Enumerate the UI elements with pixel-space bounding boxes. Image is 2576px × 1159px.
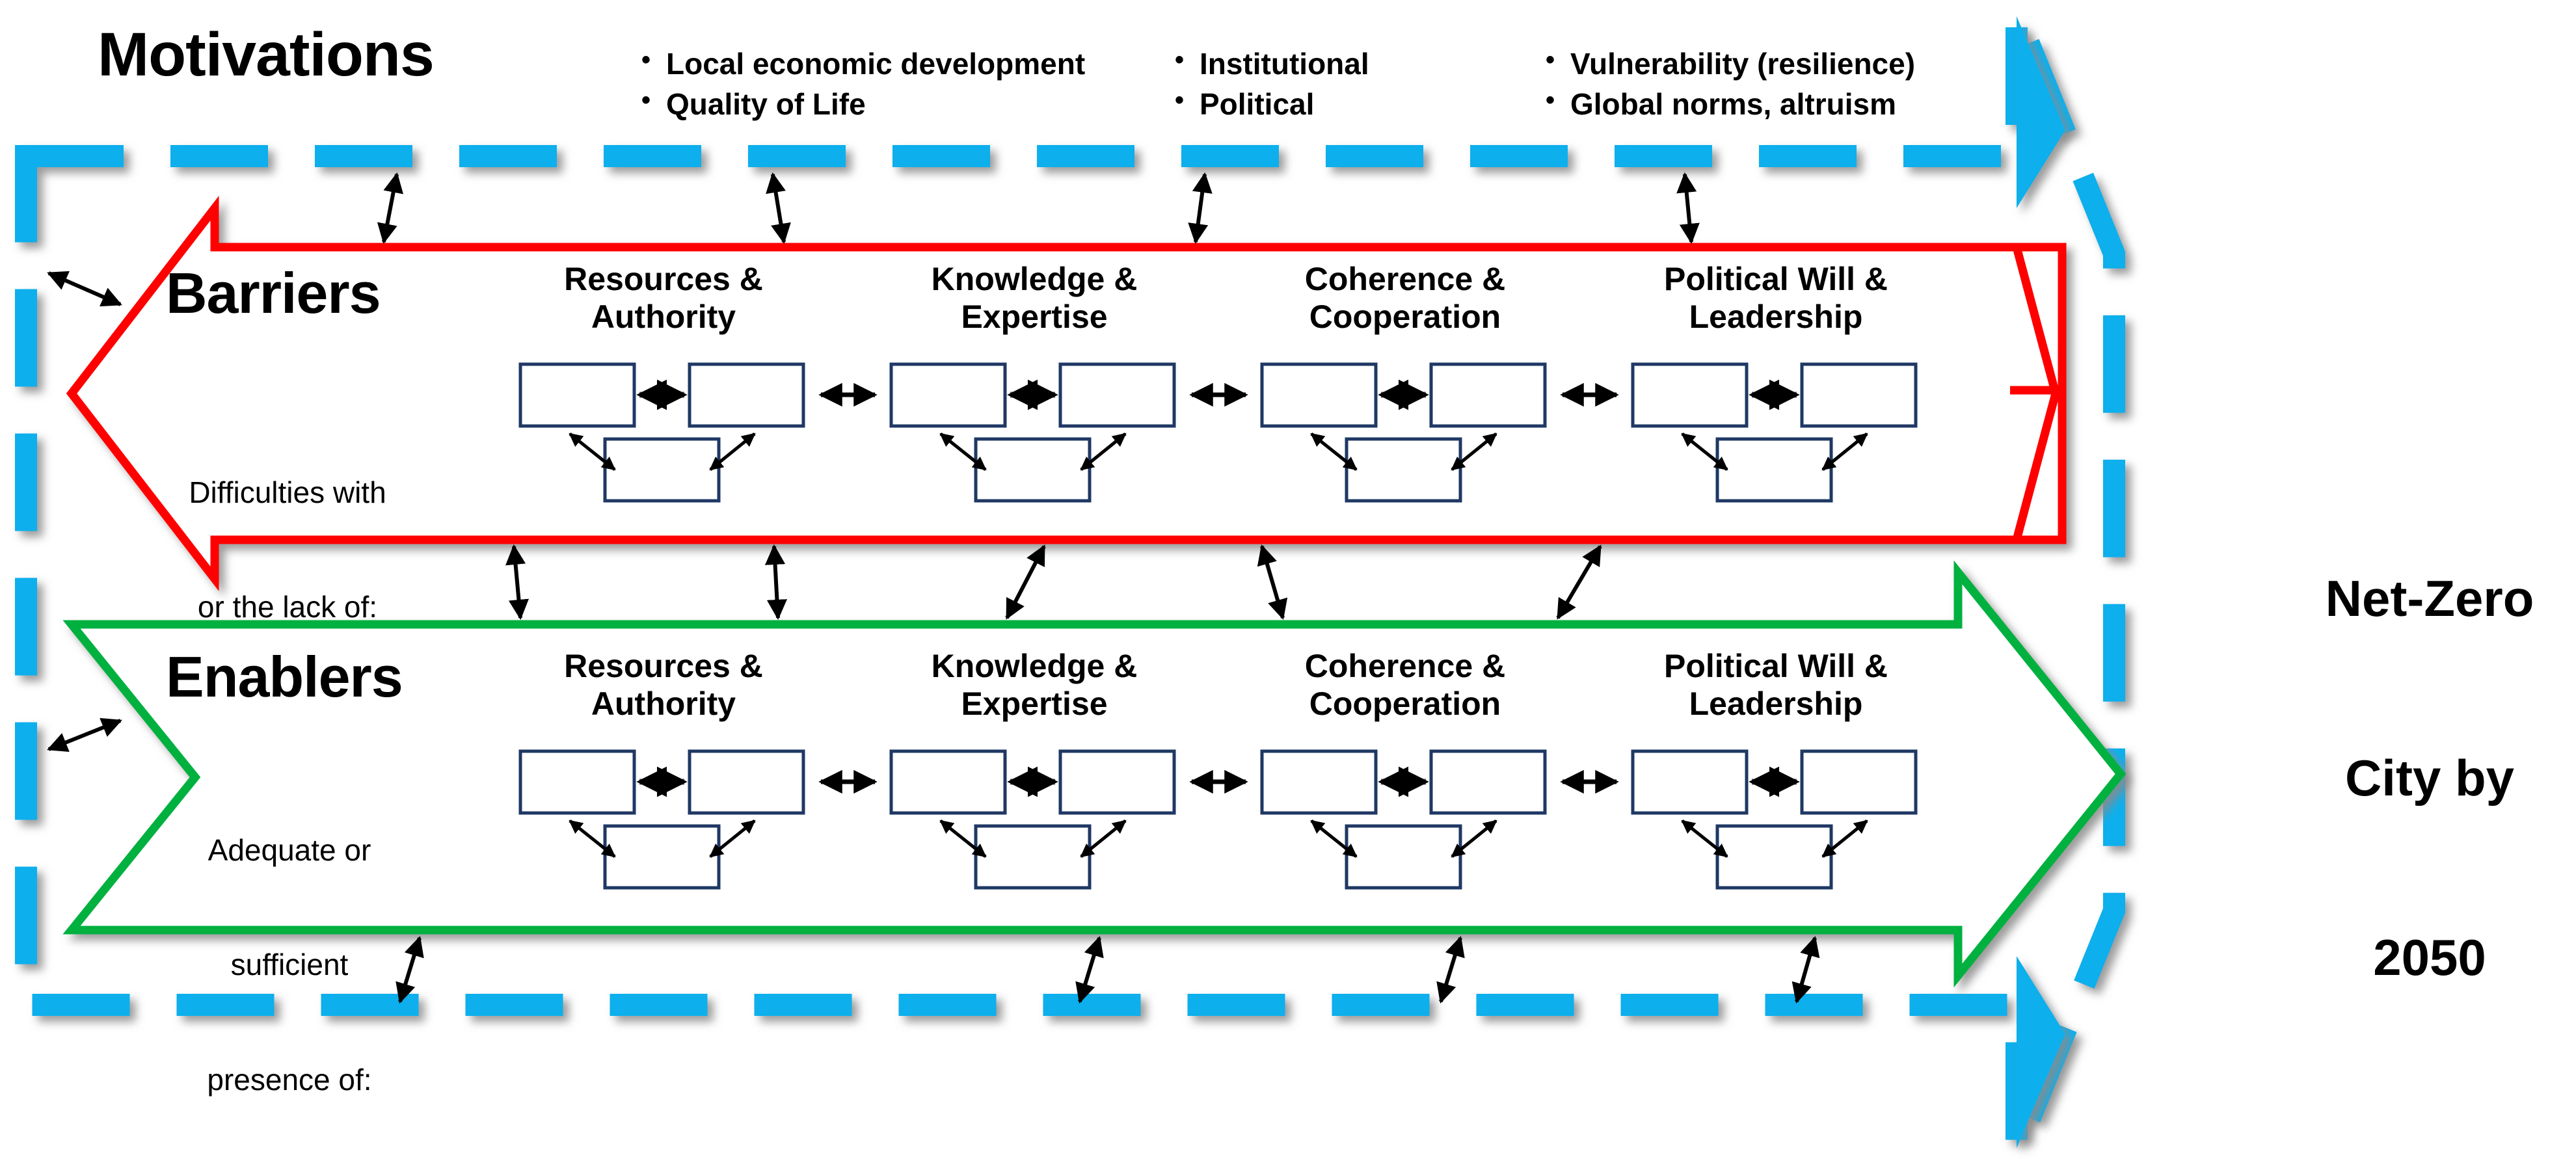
barriers-cluster-1-title: Resources & Authority <box>527 260 800 336</box>
motivations-bullet-group-2: Institutional Political <box>1171 43 1369 125</box>
barriers-title: Barriers <box>166 261 381 325</box>
barriers-enablers-connectors <box>505 544 1602 620</box>
cluster-title-line: Cooperation <box>1309 299 1501 335</box>
enablers-subtitle-line: presence of: <box>207 1063 372 1097</box>
barriers-subtitle-line: or the lack of: <box>197 590 378 624</box>
cluster-title-line: Authority <box>591 686 736 722</box>
goal-title-line: 2050 <box>2373 929 2486 987</box>
barriers-arrow-right-notch <box>2011 243 2067 544</box>
cluster-title-line: Resources & <box>564 648 763 684</box>
cluster-title-line: Leadership <box>1689 686 1863 722</box>
enablers-cluster-2-boxes <box>889 749 1176 890</box>
enablers-cluster-1-boxes <box>518 749 805 890</box>
motivations-bullet: Global norms, altruism <box>1542 83 1915 125</box>
barriers-cluster-1-boxes <box>518 362 805 503</box>
barriers-subtitle-line: Difficulties with <box>189 475 386 509</box>
motivations-bullet-group-1: Local economic development Quality of Li… <box>637 43 1085 125</box>
motivations-bullet: Political <box>1171 83 1369 125</box>
cluster-title-line: Political Will & <box>1663 261 1888 297</box>
cluster-title-line: Coherence & <box>1304 648 1506 684</box>
enablers-cluster-3-boxes <box>1260 749 1547 890</box>
enablers-title: Enablers <box>166 645 403 709</box>
motivations-bullet-group-3: Vulnerability (resilience) Global norms,… <box>1542 43 1915 125</box>
enablers-cluster-1-title: Resources & Authority <box>527 647 800 723</box>
cluster-title-line: Political Will & <box>1663 648 1888 684</box>
motivations-barriers-connectors <box>377 172 1700 245</box>
cluster-title-line: Authority <box>591 299 736 335</box>
cluster-title-line: Cooperation <box>1309 686 1501 722</box>
enablers-motivations-connectors <box>396 936 1820 1004</box>
motivations-arrow-tips <box>2017 16 2065 1148</box>
cluster-title-line: Leadership <box>1689 299 1863 335</box>
enablers-cluster-2-title: Knowledge & Expertise <box>898 647 1171 723</box>
motivations-bullet: Local economic development <box>637 43 1085 85</box>
left-edge-connectors <box>47 271 122 753</box>
barriers-cluster-3-boxes <box>1260 362 1547 503</box>
cluster-title-line: Coherence & <box>1304 261 1506 297</box>
barriers-cluster-4-boxes <box>1631 362 1918 503</box>
enablers-subtitle-line: Adequate or <box>208 833 371 867</box>
enablers-subtitle-line: sufficient <box>230 948 349 982</box>
enablers-cluster-4-title: Political Will & Leadership <box>1639 647 1912 723</box>
goal-title-line: Net-Zero <box>2325 570 2534 628</box>
barriers-subtitle: Difficulties with or the lack of: <box>151 397 424 703</box>
motivations-bullet: Quality of Life <box>637 83 1085 125</box>
motivations-title: Motivations <box>98 20 435 89</box>
enablers-cluster-3-title: Coherence & Cooperation <box>1268 647 1542 723</box>
enablers-subtitle: Adequate or sufficient presence of: <box>166 754 413 1159</box>
cluster-title-line: Knowledge & <box>931 648 1138 684</box>
motivations-bullet: Institutional <box>1171 43 1369 85</box>
cluster-title-line: Expertise <box>961 299 1108 335</box>
cluster-title-line: Knowledge & <box>931 261 1138 297</box>
cluster-title-line: Resources & <box>564 261 763 297</box>
goal-title-line: City by <box>2344 749 2515 807</box>
barriers-cluster-2-title: Knowledge & Expertise <box>898 260 1171 336</box>
goal-title: Net-Zero City by 2050 <box>2296 449 2563 1107</box>
barriers-cluster-4-title: Political Will & Leadership <box>1639 260 1912 336</box>
motivations-bullet: Vulnerability (resilience) <box>1542 43 1915 85</box>
enablers-cluster-4-boxes <box>1631 749 1918 890</box>
cluster-title-line: Expertise <box>961 686 1108 722</box>
barriers-cluster-3-title: Coherence & Cooperation <box>1268 260 1542 336</box>
barriers-cluster-2-boxes <box>889 362 1176 503</box>
